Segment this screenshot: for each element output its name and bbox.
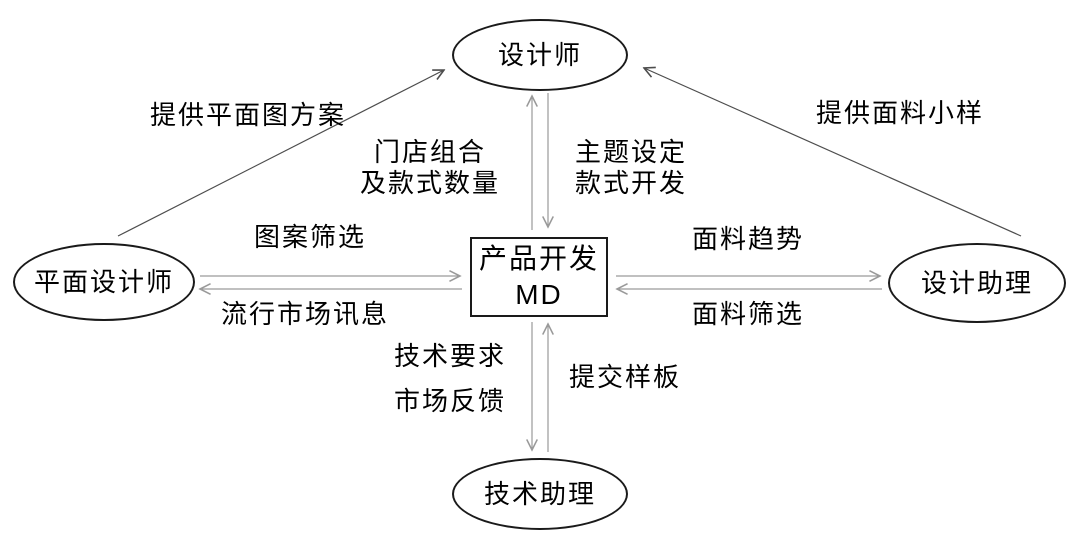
arrow-graphic-designer-to-designer bbox=[117, 70, 444, 237]
edge-label-provide-plan: 提供平面图方案 bbox=[149, 100, 347, 130]
edge-label-pattern-screening: 图案筛选 bbox=[253, 222, 367, 252]
node-tech-assistant[interactable]: 技术助理 bbox=[452, 458, 628, 530]
node-product-development-md[interactable]: 产品开发 MD bbox=[470, 237, 608, 317]
edge-label-market-info: 流行市场讯息 bbox=[220, 299, 390, 329]
node-designer[interactable]: 设计师 bbox=[452, 19, 628, 91]
node-design-assistant-label: 设计助理 bbox=[920, 268, 1033, 298]
node-graphic-designer-label: 平面设计师 bbox=[33, 267, 174, 297]
edge-label-tech-requirements-market-feedback: 技术要求 市场反馈 bbox=[393, 341, 507, 416]
edge-label-submit-sample: 提交样板 bbox=[568, 362, 682, 392]
edge-label-fabric-trend: 面料趋势 bbox=[691, 224, 805, 254]
arrow-design-assistant-to-designer bbox=[644, 68, 1022, 237]
node-md-label: 产品开发 MD bbox=[478, 243, 599, 310]
node-design-assistant[interactable]: 设计助理 bbox=[888, 243, 1066, 323]
edge-label-theme-style-development: 主题设定 款式开发 bbox=[574, 137, 688, 198]
edge-label-fabric-screening: 面料筛选 bbox=[691, 299, 805, 329]
node-graphic-designer[interactable]: 平面设计师 bbox=[13, 243, 195, 321]
node-tech-assistant-label: 技术助理 bbox=[483, 479, 596, 509]
edge-label-provide-fabric-sample: 提供面料小样 bbox=[815, 98, 985, 128]
node-designer-label: 设计师 bbox=[497, 40, 582, 70]
edge-label-store-mix-style-quantity: 门店组合 及款式数量 bbox=[359, 137, 501, 198]
